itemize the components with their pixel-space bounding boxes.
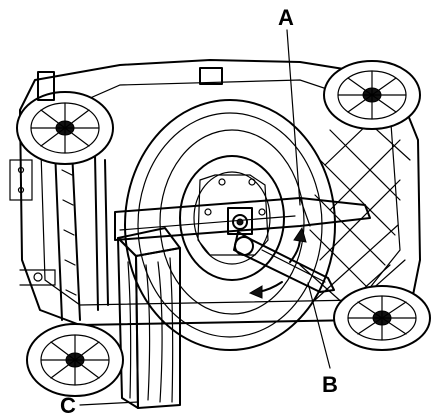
- rotation-arrows: [248, 226, 307, 299]
- deck-rib-lattice: [299, 109, 411, 311]
- wrench: [233, 231, 335, 293]
- side-plate: [9, 159, 33, 201]
- mower-deck: [9, 59, 421, 326]
- wheel-rear-right: [333, 285, 431, 351]
- wheel-front-right: [323, 60, 421, 130]
- leader-line-b: [307, 282, 331, 369]
- arrow-left-icon: [248, 285, 263, 299]
- callout-label-a: A: [278, 5, 294, 30]
- callout-label-c: C: [60, 393, 76, 418]
- wood-block: [117, 227, 181, 409]
- blade-housing: [124, 99, 336, 351]
- wheel-rear-left: [26, 323, 124, 397]
- leader-line-c: [79, 401, 139, 406]
- leader-lines: [79, 29, 331, 406]
- arrow-up-icon: [293, 226, 307, 243]
- leader-line-a: [286, 29, 301, 206]
- left-frame: [19, 149, 109, 321]
- callout-label-b: B: [322, 372, 338, 397]
- wheel-front-left: [16, 71, 114, 165]
- deck-bracket: [199, 67, 223, 85]
